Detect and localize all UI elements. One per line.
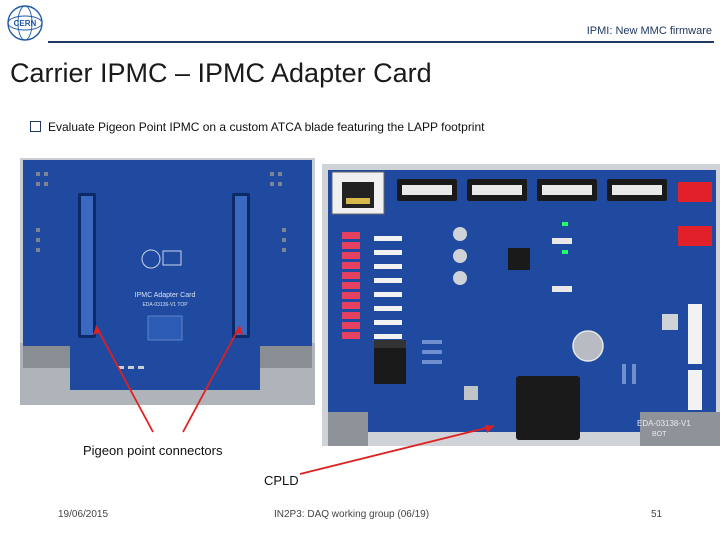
footer-center: IN2P3: DAQ working group (06/19) [274, 509, 430, 520]
adapter-card-photo: IPMC Adapter Card EDA-03136-V1 TOP [20, 158, 315, 405]
bullet-text: Evaluate Pigeon Point IPMC on a custom A… [48, 120, 485, 134]
bullet-item: Evaluate Pigeon Point IPMC on a custom A… [30, 120, 484, 134]
cpld-label: CPLD [264, 473, 299, 488]
arrow-to-left-connector [95, 325, 154, 433]
slide-title: Carrier IPMC – IPMC Adapter Card [10, 58, 432, 88]
fpga-chip [516, 376, 580, 440]
svg-text:BOT: BOT [652, 431, 667, 438]
slide-number: 51 [651, 509, 663, 520]
cern-logo: CERN [7, 5, 43, 41]
carrier-board-photo: EDA-03138-V1 BOT [322, 164, 720, 446]
coin-battery [572, 330, 604, 362]
arrow-to-right-connector [182, 325, 241, 433]
cpld-chip [508, 248, 530, 270]
footer-date: 19/06/2015 [58, 509, 109, 520]
svg-text:EDA-03136-V1 TOP: EDA-03136-V1 TOP [142, 302, 188, 308]
svg-text:CERN: CERN [14, 19, 37, 28]
header-divider [48, 41, 714, 43]
svg-text:IPMC Adapter Card: IPMC Adapter Card [135, 292, 196, 299]
arrow-to-cpld [299, 425, 495, 475]
header-title: IPMI: New MMC firmware [586, 25, 712, 37]
connectors-label: Pigeon point connectors [83, 443, 223, 458]
svg-text:EDA-03138-V1: EDA-03138-V1 [637, 419, 691, 428]
reset-button [662, 314, 678, 330]
checkbox-bullet-icon [30, 121, 41, 132]
